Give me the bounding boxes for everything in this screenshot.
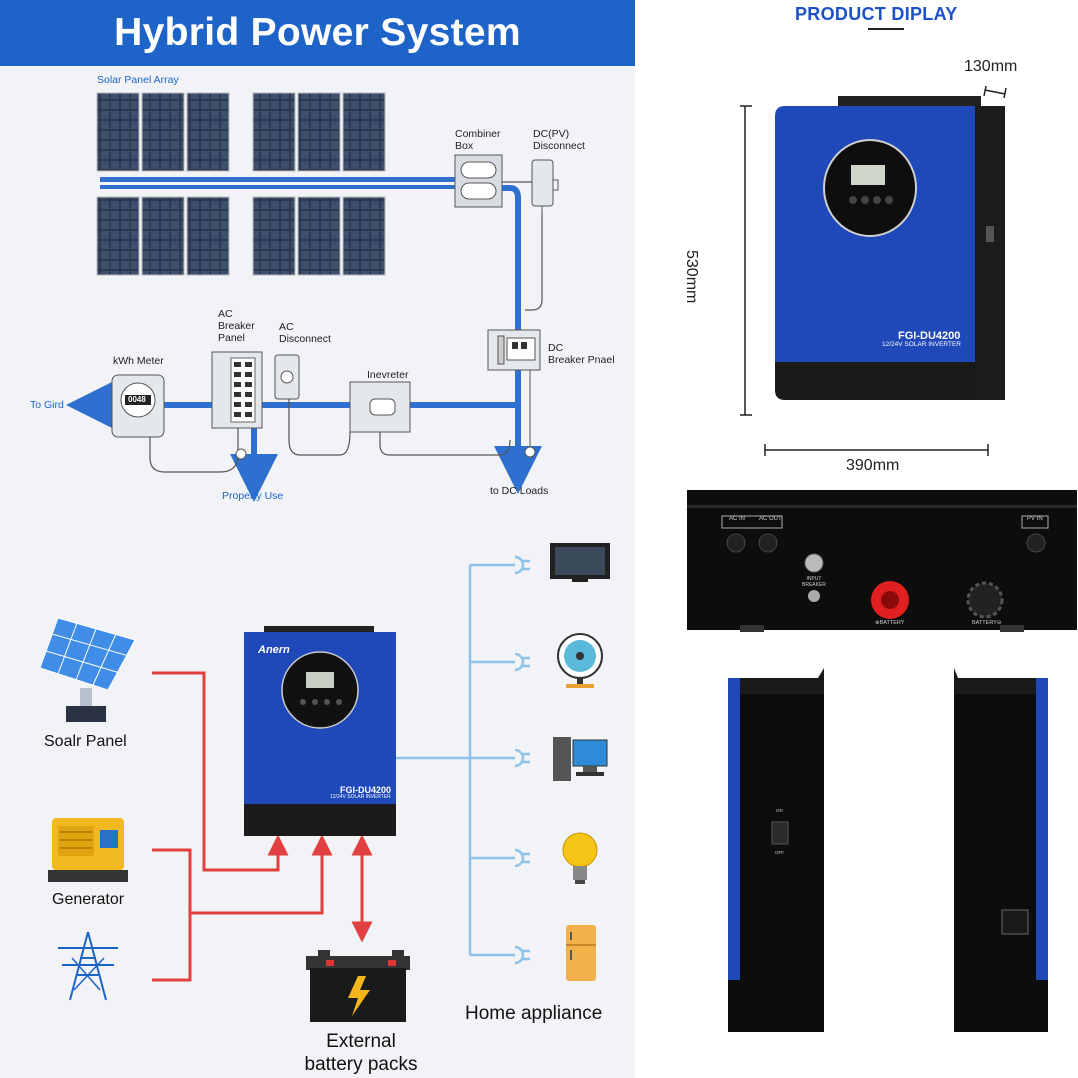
inverter-left-side-view xyxy=(728,668,824,1032)
banner-title: Hybrid Power System xyxy=(114,11,521,54)
brand-logo: Anern xyxy=(790,93,828,108)
generator-icon xyxy=(48,818,128,882)
kwh-meter-label: kWh Meter xyxy=(113,355,164,367)
inverter-bottom-view xyxy=(687,490,1077,632)
switch-on-label: ON xyxy=(776,808,783,813)
inverter-front-view xyxy=(775,96,1005,400)
bulb-icon xyxy=(562,832,598,884)
solar-panel-icon xyxy=(39,617,136,722)
inverter-sub: 12/24V SOLAR INVERTER xyxy=(882,341,961,348)
width-dimension: 390mm xyxy=(846,457,900,474)
combiner-box-label: Combiner Box xyxy=(455,128,501,152)
wiring-inverter xyxy=(349,381,411,433)
dimension-lines xyxy=(740,85,1007,456)
red-power-lines xyxy=(152,671,373,982)
input-breaker-label: INPUT BREAKER xyxy=(802,576,826,588)
kwh-meter xyxy=(111,374,165,438)
to-grid-label: To Gird xyxy=(30,399,64,411)
ac-out-label: AC OUT xyxy=(759,516,782,522)
inverter-label: Inevreter xyxy=(367,369,409,381)
combiner-box xyxy=(454,154,503,208)
brand-logo-small: Anern xyxy=(258,644,290,656)
product-display-title: PRODUCT DIPLAY xyxy=(795,4,958,24)
banner: Hybrid Power System xyxy=(0,0,635,66)
height-dimension: 530mm xyxy=(683,250,700,304)
solar-array-label: Solar Panel Array xyxy=(97,74,179,86)
inverter-unit-diagram xyxy=(244,626,396,836)
depth-dimension: 130mm xyxy=(964,58,1018,75)
pv-in-label: PV IN xyxy=(1027,516,1043,522)
plug-icons xyxy=(514,555,530,965)
tv-icon xyxy=(550,543,610,582)
computer-icon xyxy=(553,737,608,781)
meter-reading: 0048 xyxy=(128,395,146,404)
solar-panel-label: Soalr Panel xyxy=(44,733,127,750)
ac-disconnect xyxy=(274,354,300,400)
battery-neg-label: BATTERY⊖ xyxy=(972,620,1002,626)
battery-pos-label: ⊕BATTERY xyxy=(875,620,905,626)
title-underline xyxy=(868,28,904,30)
battery-icon xyxy=(306,950,410,1022)
home-appliance-label: Home appliance xyxy=(465,1003,603,1024)
inverter-right-side-view xyxy=(954,668,1048,1032)
generator-label: Generator xyxy=(52,891,125,908)
ac-breaker-panel-label: AC Breaker Panel xyxy=(218,308,255,344)
switch-off-label: OFF xyxy=(775,850,784,855)
load-lines xyxy=(396,563,515,957)
inverter-model-small: FGI-DU4200 xyxy=(340,785,392,795)
dc-breaker-panel-label: DC Breaker Pnael xyxy=(548,342,615,366)
ac-in-label: AC IN xyxy=(729,516,746,522)
fridge-icon xyxy=(566,925,596,981)
inverter-sub-small: 12/24V SOLAR INVERTER xyxy=(330,794,391,800)
ac-disconnect-label: AC Disconnect xyxy=(279,321,331,345)
solar-panel-array xyxy=(96,92,455,276)
property-use-label: Property Use xyxy=(222,490,284,502)
dc-pv-disconnect xyxy=(531,159,559,214)
to-dc-loads-label: to DC Loads xyxy=(490,485,549,497)
inverter-model: FGI-DU4200 xyxy=(898,330,961,342)
dc-breaker-panel xyxy=(487,329,541,371)
fan-icon xyxy=(557,633,603,688)
dc-pv-disconnect-label: DC(PV) Disconnect xyxy=(533,128,585,152)
ac-breaker-panel xyxy=(211,351,263,429)
battery-label: External battery packs xyxy=(304,1031,418,1075)
power-pylon-icon xyxy=(58,931,118,1001)
